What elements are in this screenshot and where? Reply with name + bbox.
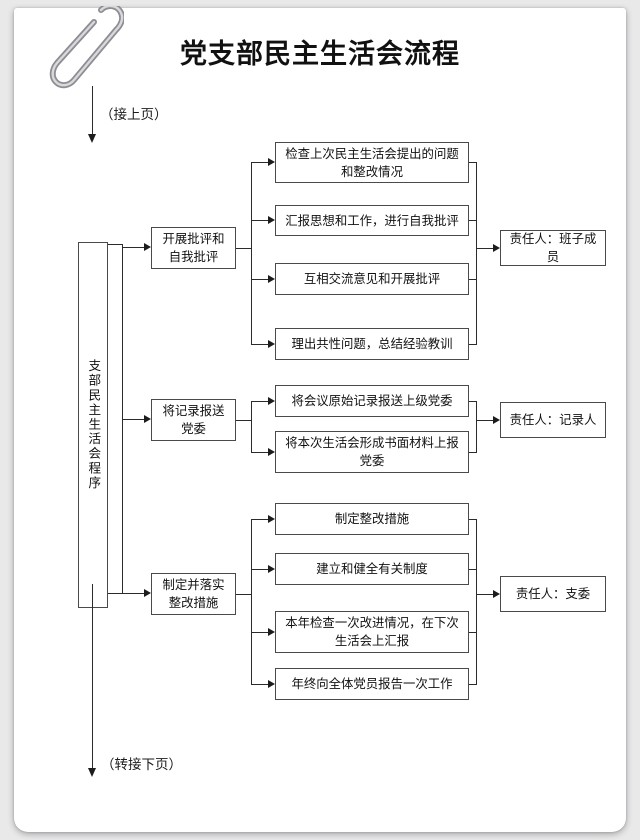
document-page: 党支部民主生活会流程 （接上页） 支部民主生活会程序 开展批评和自我批评 检查上… — [14, 6, 626, 832]
g1-task-arrow-2 — [268, 215, 275, 224]
g3-task-lead-2 — [251, 569, 270, 570]
g1-task-lead-3 — [251, 279, 270, 280]
spine-bus-bottom-stub — [108, 593, 123, 594]
task-box-2-2: 将本次生活会形成书面材料上报党委 — [275, 431, 469, 473]
spine-branch-1-arrowhead — [144, 242, 151, 251]
stage-box-3: 制定并落实整改措施 — [151, 573, 236, 615]
g3-stage-out — [236, 594, 252, 595]
spine-label: 支部民主生活会程序 — [86, 359, 102, 491]
g3-merge-stub-4 — [469, 684, 477, 685]
task-label-3-4: 年终向全体党员报告一次工作 — [291, 676, 453, 691]
stage-label-1: 开展批评和自我批评 — [162, 231, 225, 264]
g2-task-arrow-2 — [268, 447, 275, 456]
spine-branch-1 — [122, 247, 145, 248]
owner-box-1: 责任人：班子成员 — [500, 230, 606, 266]
task-label-2-2: 将本次生活会形成书面材料上报党委 — [285, 435, 459, 468]
spine-branch-3-arrowhead — [144, 588, 151, 597]
g3-task-arrow-1 — [268, 514, 275, 523]
g1-merge-stub-4 — [469, 344, 477, 345]
task-label-2-1: 将会议原始记录报送上级党委 — [291, 393, 453, 408]
top-entry-arrowhead — [87, 134, 96, 143]
g1-merge-bus — [476, 162, 477, 344]
g3-owner-arrow — [493, 589, 500, 598]
task-box-1-2: 汇报思想和工作，进行自我批评 — [275, 205, 469, 236]
task-box-1-4: 理出共性问题，总结经验教训 — [275, 328, 469, 360]
task-box-3-2: 建立和健全有关制度 — [275, 553, 469, 585]
bottom-exit-line — [92, 584, 93, 770]
owner-box-3: 责任人：支委 — [500, 576, 606, 612]
owner-label-1: 责任人：班子成员 — [509, 231, 597, 264]
g1-task-lead-4 — [251, 344, 270, 345]
g1-owner-lead — [476, 248, 495, 249]
spine-branch-2 — [122, 419, 145, 420]
task-box-3-3: 本年检查一次改进情况，在下次生活会上汇报 — [275, 611, 469, 653]
g2-merge-bus — [476, 401, 477, 453]
g3-task-lead-1 — [251, 519, 270, 520]
g1-merge-stub-1 — [469, 162, 477, 163]
g3-merge-bus — [476, 519, 477, 684]
top-entry-line — [92, 86, 93, 136]
g1-owner-arrow — [493, 243, 500, 252]
g1-merge-stub-3 — [469, 279, 477, 280]
g3-fan-bus — [251, 519, 252, 684]
task-box-3-1: 制定整改措施 — [275, 503, 469, 535]
g3-task-lead-4 — [251, 684, 270, 685]
g3-merge-stub-1 — [469, 519, 477, 520]
g3-task-arrow-2 — [268, 564, 275, 573]
g1-fan-bus — [251, 162, 252, 344]
task-label-3-1: 制定整改措施 — [334, 511, 410, 526]
g2-fan-bus — [251, 401, 252, 453]
bottom-page-label: （转接下页） — [101, 757, 182, 773]
g2-task-lead-1 — [251, 401, 270, 402]
top-page-label: （接上页） — [100, 107, 168, 123]
g2-task-lead-2 — [251, 452, 270, 453]
task-label-1-4: 理出共性问题，总结经验教训 — [291, 336, 453, 351]
owner-label-2: 责任人：记录人 — [509, 412, 597, 427]
stage-label-2: 将记录报送党委 — [162, 403, 225, 436]
task-label-1-3: 互相交流意见和开展批评 — [303, 271, 441, 286]
task-label-3-2: 建立和健全有关制度 — [316, 561, 428, 576]
g3-merge-stub-2 — [469, 569, 477, 570]
task-label-1-2: 汇报思想和工作，进行自我批评 — [285, 212, 459, 228]
g2-owner-arrow — [493, 415, 500, 424]
g3-task-arrow-3 — [268, 627, 275, 636]
g1-task-arrow-1 — [268, 157, 275, 166]
spine-branch-3 — [122, 593, 145, 594]
stage-box-1: 开展批评和自我批评 — [151, 227, 236, 269]
g2-task-arrow-1 — [268, 396, 275, 405]
g1-task-lead-2 — [251, 220, 270, 221]
g3-task-arrow-4 — [268, 679, 275, 688]
task-box-3-4: 年终向全体党员报告一次工作 — [275, 668, 469, 700]
spine-box: 支部民主生活会程序 — [78, 242, 108, 608]
g2-merge-stub-1 — [469, 401, 477, 402]
g1-task-arrow-4 — [268, 339, 275, 348]
g1-task-arrow-3 — [268, 274, 275, 283]
g3-owner-lead — [476, 594, 495, 595]
stage-box-2: 将记录报送党委 — [151, 399, 236, 441]
g2-owner-lead — [476, 420, 495, 421]
g2-stage-out — [236, 420, 252, 421]
task-label-3-3: 本年检查一次改进情况，在下次生活会上汇报 — [285, 615, 459, 648]
g1-merge-stub-2 — [469, 220, 477, 221]
owner-box-2: 责任人：记录人 — [500, 402, 606, 438]
stage-label-3: 制定并落实整改措施 — [162, 577, 225, 610]
g2-merge-stub-2 — [469, 452, 477, 453]
task-box-2-1: 将会议原始记录报送上级党委 — [275, 385, 469, 417]
task-box-1-3: 互相交流意见和开展批评 — [275, 263, 469, 295]
page-title: 党支部民主生活会流程 — [180, 39, 460, 70]
spine-bus-top-stub — [108, 244, 123, 245]
task-label-1-1: 检查上次民主生活会提出的问题和整改情况 — [285, 145, 459, 179]
g1-task-lead-1 — [251, 162, 270, 163]
spine-branch-2-arrowhead — [144, 414, 151, 423]
task-box-1-1: 检查上次民主生活会提出的问题和整改情况 — [275, 142, 469, 183]
owner-label-3: 责任人：支委 — [515, 586, 591, 601]
bottom-exit-arrowhead — [87, 768, 96, 777]
g3-task-lead-3 — [251, 632, 270, 633]
g3-merge-stub-3 — [469, 632, 477, 633]
g1-stage-out — [236, 248, 252, 249]
